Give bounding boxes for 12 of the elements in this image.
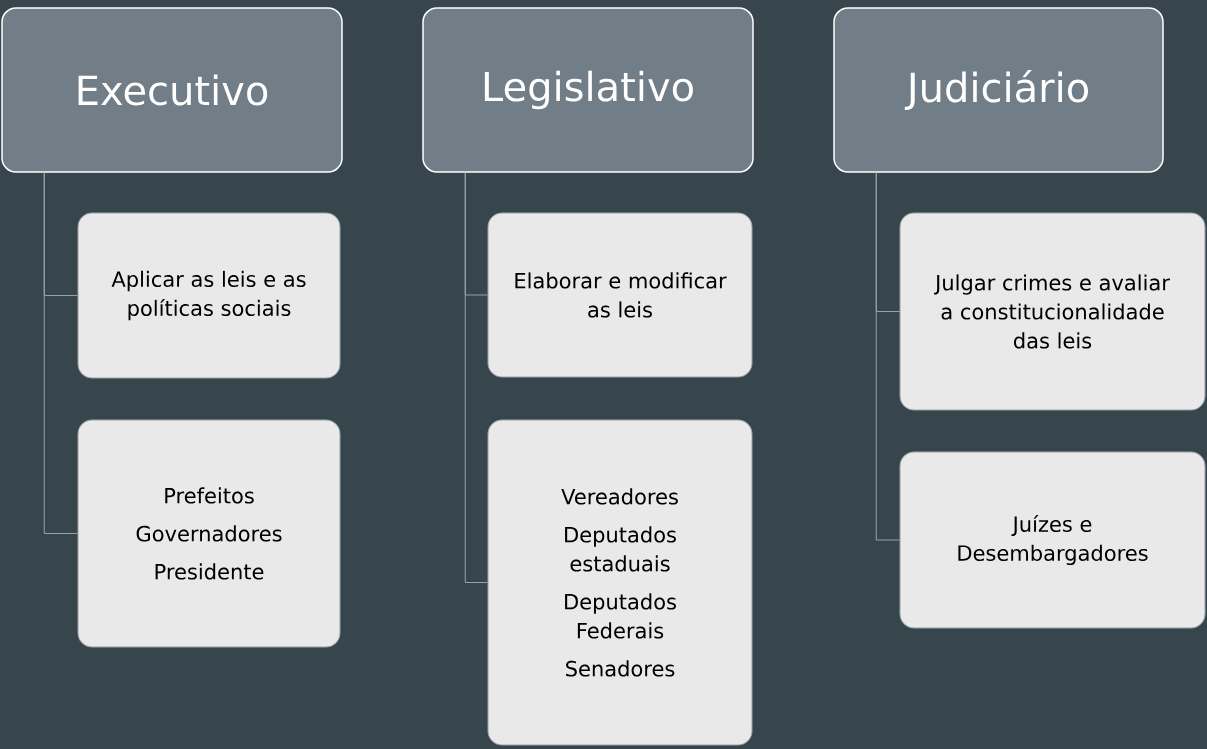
connector-line <box>464 172 488 583</box>
text-box: Elaborar e modificar as leis <box>487 212 753 378</box>
text-box: Prefeitos Governadores Presidente <box>77 419 341 648</box>
text-box: Vereadores Deputados estaduais Deputados Federais Senadores <box>487 419 753 746</box>
heading-box: Judiciário <box>833 7 1164 173</box>
text-box: Aplicar as leis e as políticas sociais <box>77 212 341 379</box>
heading-box: Legislativo <box>422 7 754 173</box>
text-box: Julgar crimes e avaliar a constitucionalidade das leis <box>899 212 1206 411</box>
text-box: Juízes e Desembargadores <box>899 451 1206 629</box>
connector-line <box>875 172 900 541</box>
connector-line <box>43 172 78 534</box>
heading-box: Executivo <box>1 7 343 173</box>
